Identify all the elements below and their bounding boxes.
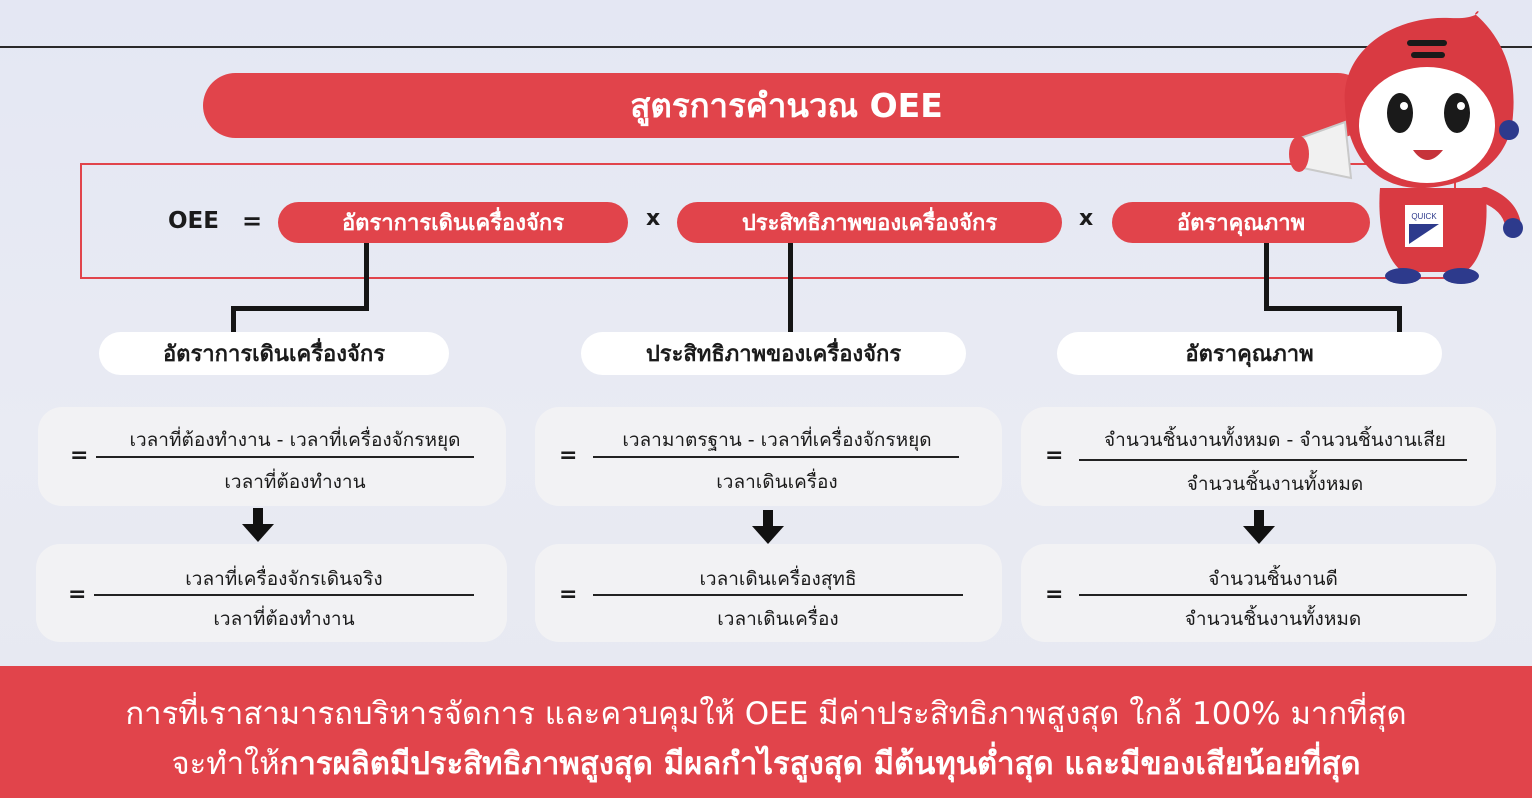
- fraction-numerator: จำนวนชิ้นงานทั้งหมด - จำนวนชิ้นงานเสีย: [1104, 429, 1446, 451]
- footer-line-2: จะทำให้การผลิตมีประสิทธิภาพสูงสุด มีผลกำ…: [0, 738, 1532, 788]
- fraction-bar: [593, 594, 963, 596]
- oee-symbol: OEE: [168, 208, 219, 234]
- equals-sign: =: [559, 582, 578, 607]
- fraction-denominator: เวลาที่ต้องทำงาน: [213, 608, 355, 630]
- performance-result-card: = เวลาเดินเครื่องสุทธิ เวลาเดินเครื่อง: [535, 544, 1002, 642]
- equals-sign: =: [1045, 443, 1064, 468]
- performance-formula-card: = เวลามาตรฐาน - เวลาที่เครื่องจักรหยุด เ…: [535, 407, 1002, 506]
- fraction-denominator: จำนวนชิ้นงานทั้งหมด: [1186, 473, 1364, 495]
- equals-sign: =: [559, 443, 578, 468]
- availability-result-card: = เวลาที่เครื่องจักรเดินจริง เวลาที่ต้อง…: [36, 544, 507, 642]
- equals-sign: =: [68, 582, 87, 607]
- fraction-denominator: จำนวนชิ้นงานทั้งหมด: [1184, 608, 1362, 630]
- arrow-down-icon: [242, 508, 274, 542]
- availability-formula-card: = เวลาที่ต้องทำงาน - เวลาที่เครื่องจักรห…: [38, 407, 506, 506]
- fraction-numerator: เวลาที่ต้องทำงาน - เวลาที่เครื่องจักรหยุ…: [129, 429, 461, 451]
- mascot-logo-text: QUICK: [1411, 212, 1437, 221]
- formula-term-availability: อัตราการเดินเครื่องจักร: [278, 202, 628, 243]
- fraction-bar: [94, 594, 474, 596]
- equals-sign: =: [1045, 582, 1064, 607]
- connector-availability-drop: [231, 306, 236, 334]
- fraction-bar: [1079, 594, 1467, 596]
- fraction-numerator: เวลามาตรฐาน - เวลาที่เครื่องจักรหยุด: [622, 429, 932, 451]
- arrow-down-icon: [1243, 510, 1275, 544]
- fraction-denominator: เวลาที่ต้องทำงาน: [224, 471, 366, 493]
- connector-performance-down: [788, 243, 793, 333]
- heading-quality: อัตราคุณภาพ: [1057, 332, 1442, 375]
- multiply-sign-2: x: [1079, 206, 1094, 231]
- fraction-numerator: เวลาที่เครื่องจักรเดินจริง: [185, 568, 383, 590]
- formula-term-performance: ประสิทธิภาพของเครื่องจักร: [677, 202, 1062, 243]
- fraction-bar: [593, 456, 959, 458]
- connector-quality-drop: [1397, 306, 1402, 334]
- arrow-down-icon: [752, 510, 784, 544]
- fraction-bar: [1079, 459, 1467, 461]
- footer-line-2-emphasis: การผลิตมีประสิทธิภาพสูงสุด มีผลกำไรสูงสุ…: [279, 746, 1361, 782]
- footer-line-1: การที่เราสามารถบริหารจัดการ และควบคุมให้…: [125, 696, 1407, 732]
- heading-availability: อัตราการเดินเครื่องจักร: [99, 332, 449, 375]
- fraction-denominator: เวลาเดินเครื่อง: [716, 471, 838, 493]
- equals-sign: =: [70, 443, 89, 468]
- footer-line-2-prefix: จะทำให้: [171, 746, 280, 782]
- formula-term-quality: อัตราคุณภาพ: [1112, 202, 1370, 243]
- connector-availability-horizontal: [231, 306, 369, 311]
- connector-availability-down: [364, 243, 369, 310]
- quality-result-card: = จำนวนชิ้นงานดี จำนวนชิ้นงานทั้งหมด: [1021, 544, 1496, 642]
- mascot-illustration: QUICK: [1289, 11, 1523, 284]
- fraction-numerator: จำนวนชิ้นงานดี: [1208, 568, 1338, 590]
- connector-quality-down: [1264, 243, 1269, 310]
- fraction-numerator: เวลาเดินเครื่องสุทธิ: [699, 568, 857, 590]
- multiply-sign-1: x: [646, 206, 661, 231]
- fraction-bar: [96, 456, 474, 458]
- quality-formula-card: = จำนวนชิ้นงานทั้งหมด - จำนวนชิ้นงานเสีย…: [1021, 407, 1496, 506]
- fraction-denominator: เวลาเดินเครื่อง: [717, 608, 839, 630]
- page-title: สูตรการคำนวณ OEE: [203, 73, 1370, 138]
- footer-banner: การที่เราสามารถบริหารจัดการ และควบคุมให้…: [0, 666, 1532, 798]
- oee-equals-sign: =: [242, 207, 263, 235]
- top-divider: [0, 46, 1532, 48]
- connector-quality-horizontal: [1264, 306, 1402, 311]
- heading-performance: ประสิทธิภาพของเครื่องจักร: [581, 332, 966, 375]
